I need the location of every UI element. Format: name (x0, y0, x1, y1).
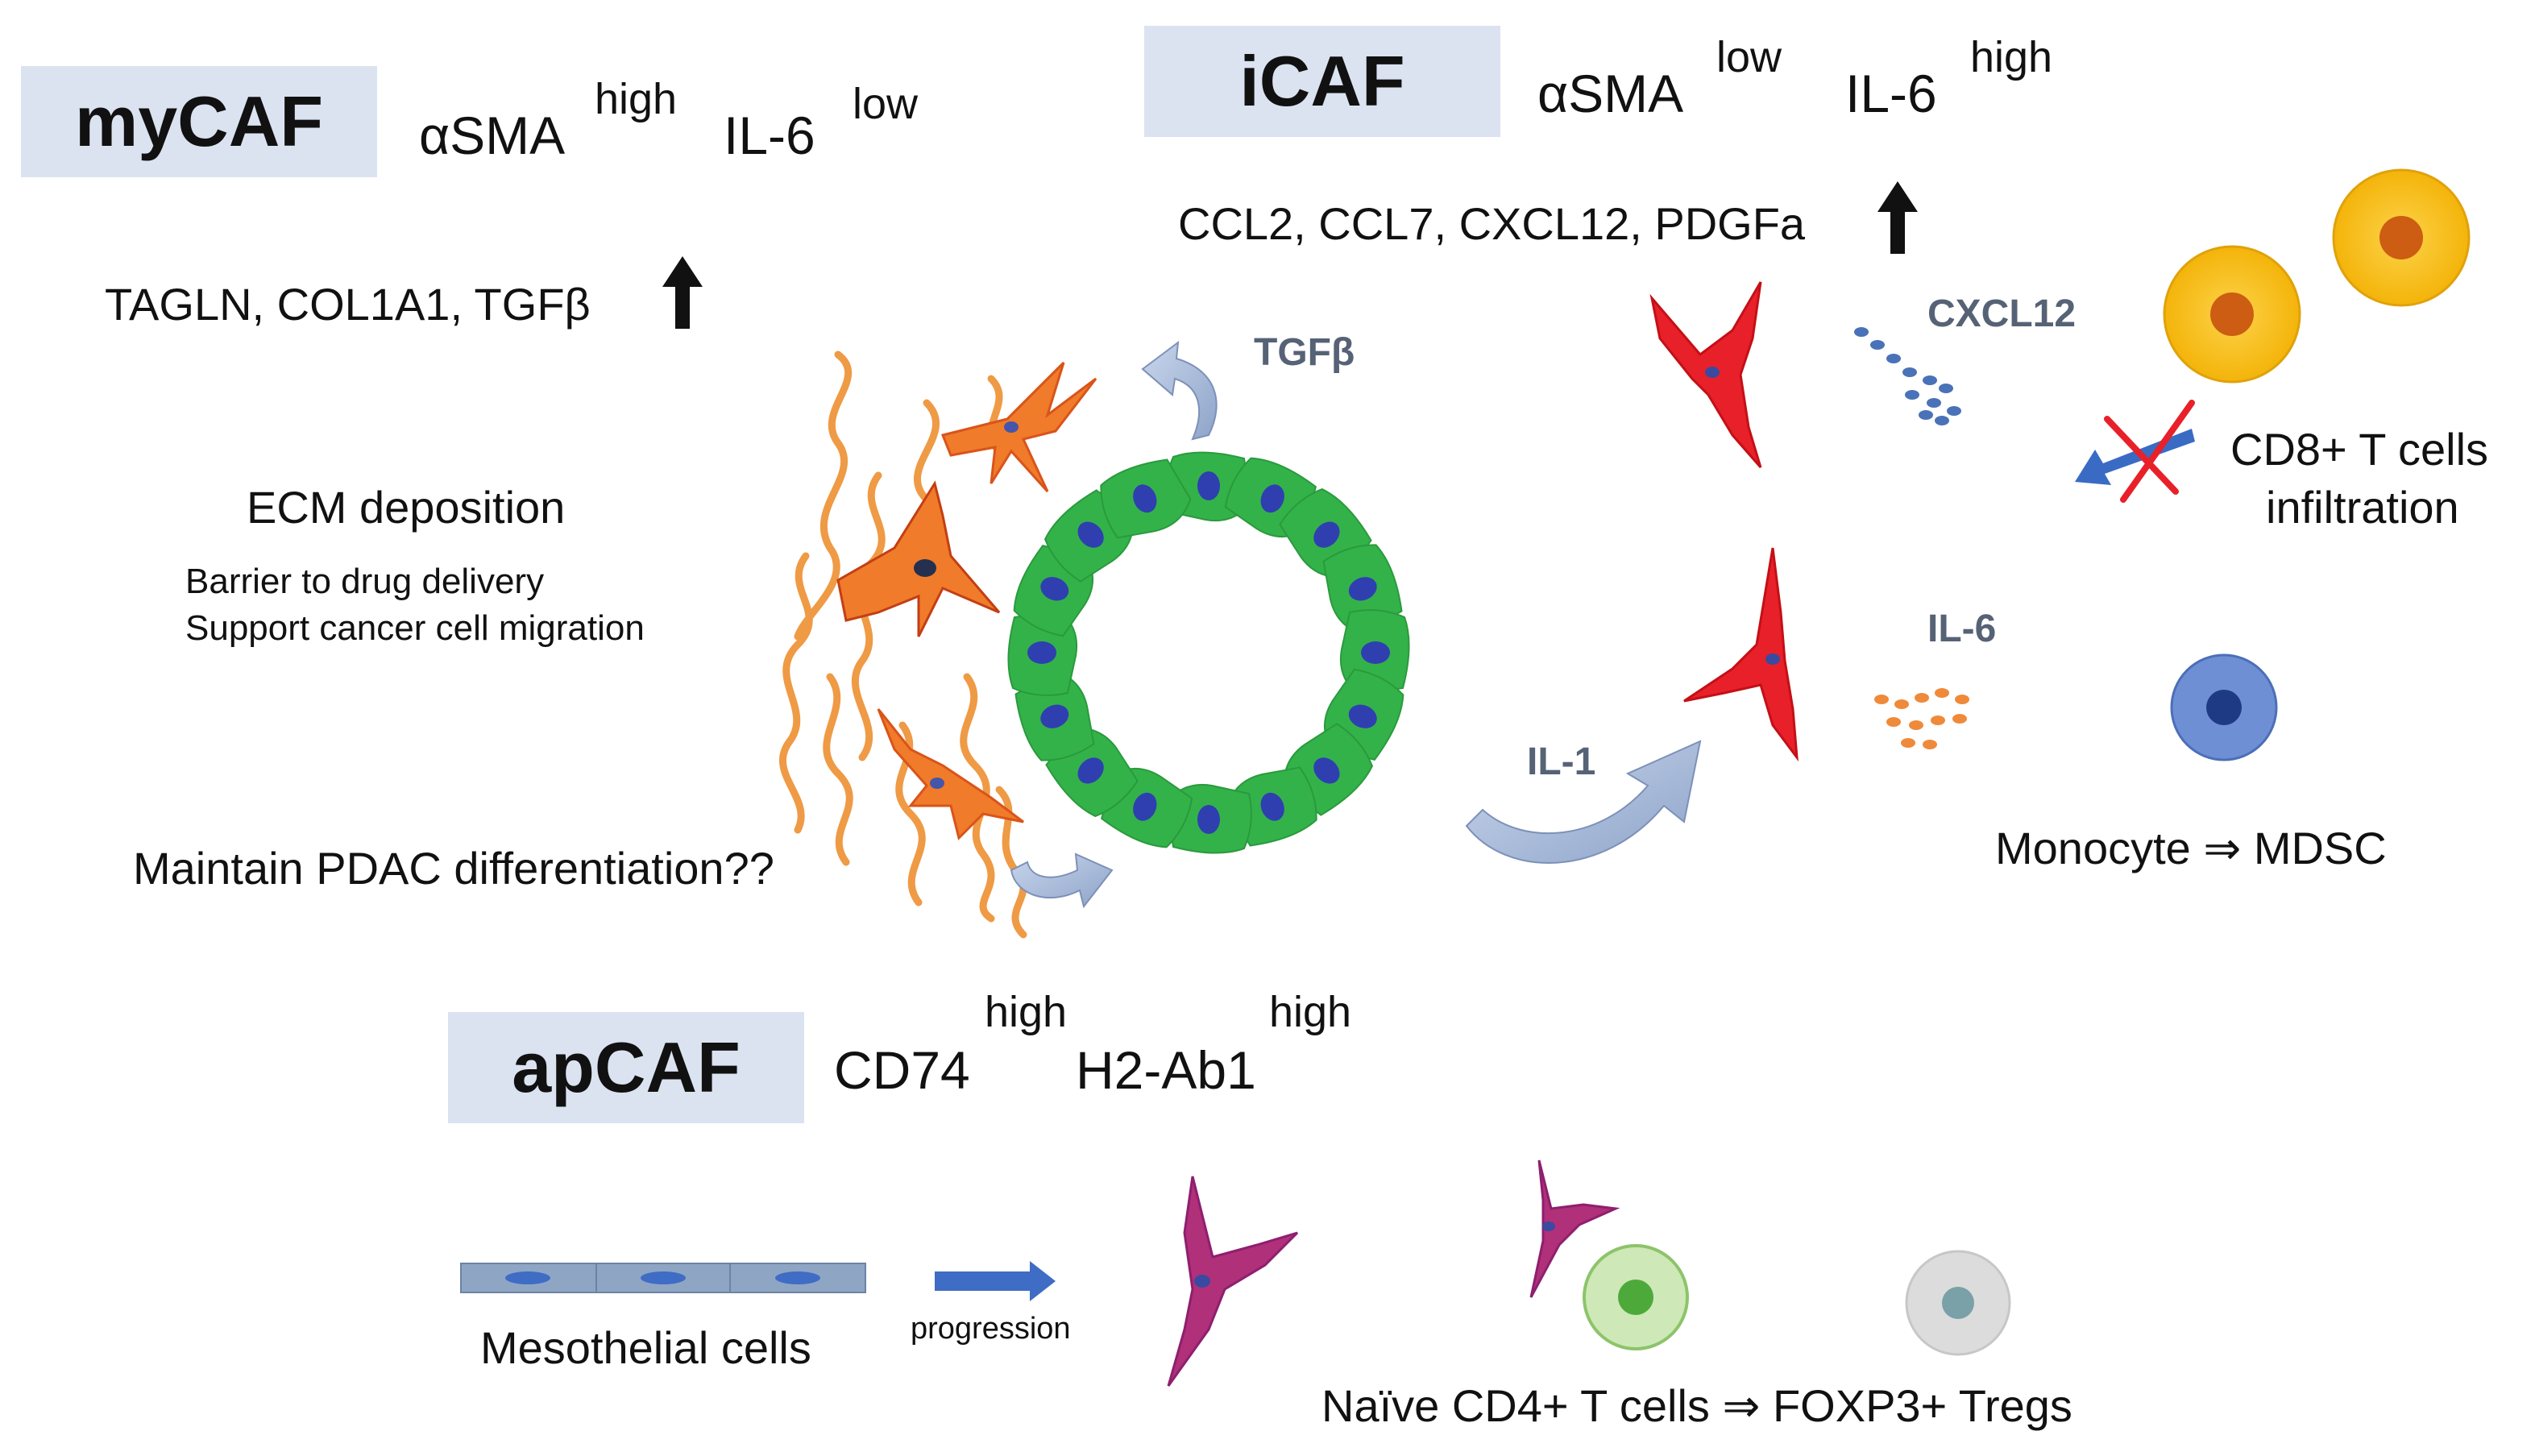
mycaf-badge: myCAF (21, 66, 377, 177)
support-migration-label: Support cancer cell migration (185, 608, 645, 648)
naive-to-treg-label: Naïve CD4+ T cells ⇒ FOXP3+ Tregs (1321, 1380, 2072, 1431)
mycaf-fibroblast-top (940, 361, 1097, 493)
apcaf-fibroblast-large (1167, 1176, 1299, 1387)
mesothelial-cells-label: Mesothelial cells (480, 1322, 811, 1373)
pdac-tumor-gland (1007, 451, 1410, 854)
blocked-infiltration-arrow (2075, 400, 2195, 503)
apcaf-marker-cd74-sup: high (985, 988, 1068, 1036)
ecm-deposition-label: ECM deposition (247, 482, 566, 533)
progression-label: progression (911, 1312, 1071, 1346)
monocyte-cell (2170, 653, 2278, 761)
mycaf-marker-il6-sup: low (853, 80, 919, 128)
mycaf-marker-il6: IL-6 (724, 106, 815, 165)
apcaf-fibroblast-small (1529, 1159, 1620, 1298)
icaf-marker-asma: αSMA (1537, 64, 1684, 123)
cd8-t-cell-2 (2332, 168, 2471, 307)
icaf-fibroblast-bottom (1683, 547, 1799, 762)
naive-cd4-t-cell (1583, 1244, 1689, 1350)
up-arrow-icon (662, 256, 703, 329)
mycaf-marker-asma: αSMA (419, 106, 566, 165)
differentiation-curved-arrow (1010, 852, 1114, 909)
up-arrow-icon (1877, 181, 1918, 254)
foxp3-treg-cell (1905, 1250, 2011, 1356)
cd8-t-cell-1 (2163, 245, 2301, 384)
icaf-marker-asma-sup: low (1716, 33, 1782, 81)
apcaf-marker-h2ab1-sup: high (1269, 988, 1352, 1036)
icaf-title: iCAF (1239, 41, 1405, 121)
tumor-cell (1100, 458, 1192, 539)
icaf-marker-il6-sup: high (1970, 33, 2053, 81)
maintain-pdac-label: Maintain PDAC differentiation?? (133, 843, 774, 894)
cd8-t-cells-label: CD8+ T cells (2230, 424, 2489, 475)
icaf-marker-il6: IL-6 (1845, 64, 1937, 123)
apcaf-title: apCAF (512, 1027, 741, 1107)
monocyte-mdsc-label: Monocyte ⇒ MDSC (1995, 823, 2387, 873)
progression-arrow (935, 1261, 1056, 1301)
mesothelial-cells (460, 1263, 866, 1293)
il1-curved-arrow (1465, 740, 1702, 864)
mycaf-marker-asma-sup: high (595, 75, 678, 123)
cxcl12-label: CXCL12 (1927, 292, 2077, 335)
tgfb-curved-arrow (1141, 340, 1218, 441)
infiltration-label: infiltration (2266, 482, 2459, 533)
icaf-fibroblast-top (1649, 281, 1762, 468)
apcaf-badge: apCAF (448, 1012, 804, 1123)
il6-molecules (1874, 688, 1969, 749)
barrier-drug-delivery-label: Barrier to drug delivery (185, 562, 545, 601)
il6-label: IL-6 (1927, 608, 1997, 650)
il1-label: IL-1 (1527, 740, 1596, 783)
mycaf-title: myCAF (74, 81, 324, 161)
apcaf-marker-cd74: CD74 (834, 1040, 970, 1100)
icaf-badge: iCAF (1144, 26, 1500, 137)
tgfb-label: TGFβ (1254, 331, 1355, 374)
cxcl12-molecules (1854, 327, 1961, 425)
mycaf-fibroblast-bottom (877, 708, 1024, 840)
icaf-genes: CCL2, CCL7, CXCL12, PDGFa (1178, 198, 1806, 249)
mycaf-genes: TAGLN, COL1A1, TGFβ (105, 279, 591, 330)
apcaf-marker-h2ab1: H2-Ab1 (1076, 1040, 1256, 1100)
mycaf-fibroblast-middle (836, 480, 1001, 637)
